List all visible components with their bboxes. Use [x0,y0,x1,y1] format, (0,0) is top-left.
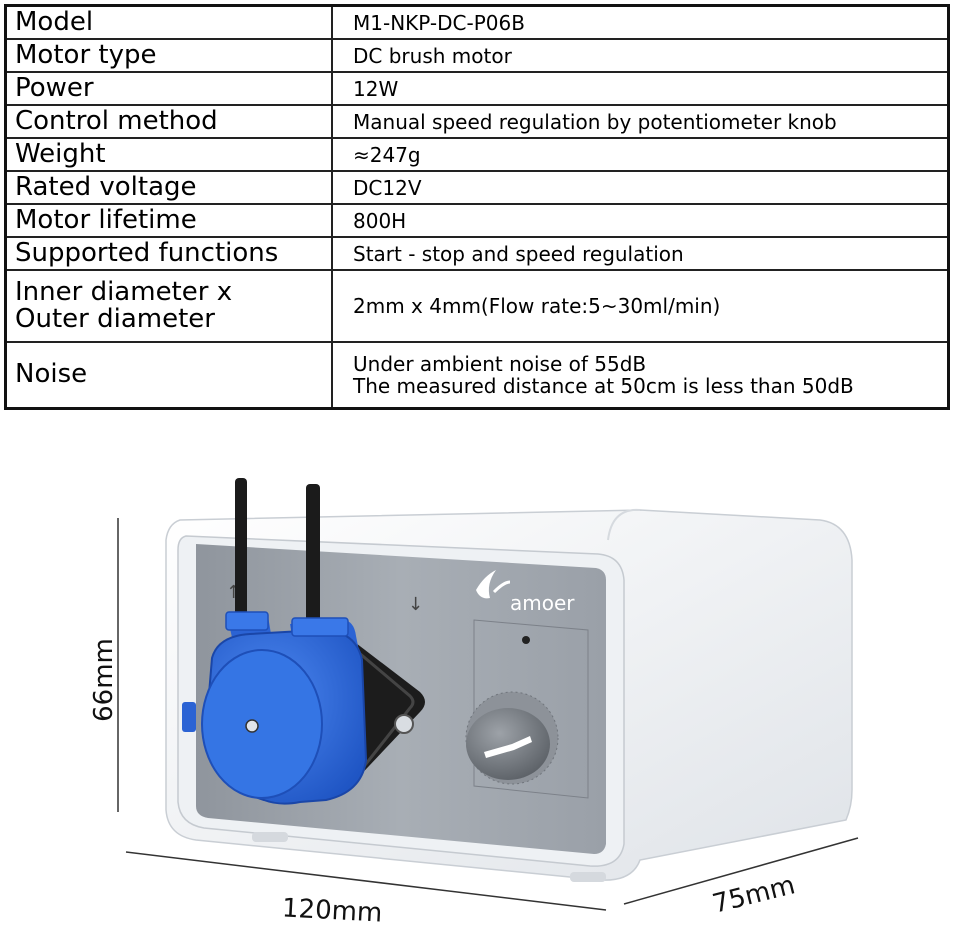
pump-product-image: ↑ ↓ amoer [117,478,859,911]
spec-key: Rated voltage [4,170,333,205]
spec-key: Noise [4,341,333,410]
rotor-screw [245,719,259,733]
spec-row-weight: Weight ≈247g [4,137,950,172]
height-dimension-label: 66mm [89,638,119,722]
mount-screw [394,714,414,734]
spec-value: ≈247g [331,137,950,172]
spec-row-supported-functions: Supported functions Start - stop and spe… [4,236,950,271]
spec-key: Control method [4,104,333,139]
peristaltic-pump-head [182,611,368,805]
spec-value: 2mm x 4mm(Flow rate:5~30ml/min) [331,269,950,343]
spec-key: Weight [4,137,333,172]
spec-row-noise: Noise Under ambient noise of 55dB The me… [4,341,950,410]
foot [252,832,288,842]
spec-key: Motor type [4,38,333,73]
spec-key-line: Inner diameter x [15,276,233,307]
speed-knob[interactable] [465,691,559,785]
pump-rotor-cover [201,649,323,799]
spec-key: Inner diameter x Outer diameter [4,269,333,343]
tube-left [235,478,247,644]
svg-text:amoer: amoer [510,591,575,615]
knob-pointer [484,736,532,758]
arrow-down-icon: ↓ [408,594,423,615]
spec-value: Start - stop and speed regulation [331,236,950,271]
spec-row-power: Power 12W [4,71,950,106]
spec-key-line: Outer diameter [15,304,215,334]
width-dimension-line [125,851,607,911]
spec-key: Model [4,4,333,40]
indicator-led [522,636,530,644]
spec-key: Motor lifetime [4,203,333,238]
spec-row-control-method: Control method Manual speed regulation b… [4,104,950,139]
spec-value: DC12V [331,170,950,205]
tube-right [306,484,320,634]
spec-value-line: The measured distance at 50cm is less th… [353,374,854,398]
spec-value: 800H [331,203,950,238]
foot [570,872,606,882]
width-dimension-label: 120mm [281,893,383,929]
kamoer-logo: amoer [476,570,575,615]
spec-value: M1-NKP-DC-P06B [331,4,950,40]
spec-row-model: Model M1-NKP-DC-P06B [4,4,950,40]
spec-key: Power [4,71,333,106]
spec-row-diameter: Inner diameter x Outer diameter 2mm x 4m… [4,269,950,343]
spec-value: Under ambient noise of 55dB The measured… [331,341,950,410]
spec-key: Supported functions [4,236,333,271]
spec-value-line: Under ambient noise of 55dB [353,352,647,376]
spec-value: 12W [331,71,950,106]
spec-table: Model M1-NKP-DC-P06B Motor type DC brush… [4,4,950,410]
spec-row-motor-lifetime: Motor lifetime 800H [4,203,950,238]
spec-row-rated-voltage: Rated voltage DC12V [4,170,950,205]
spec-row-motor-type: Motor type DC brush motor [4,38,950,73]
depth-dimension-line [623,837,859,905]
spec-value: Manual speed regulation by potentiometer… [331,104,950,139]
spec-value: DC brush motor [331,38,950,73]
